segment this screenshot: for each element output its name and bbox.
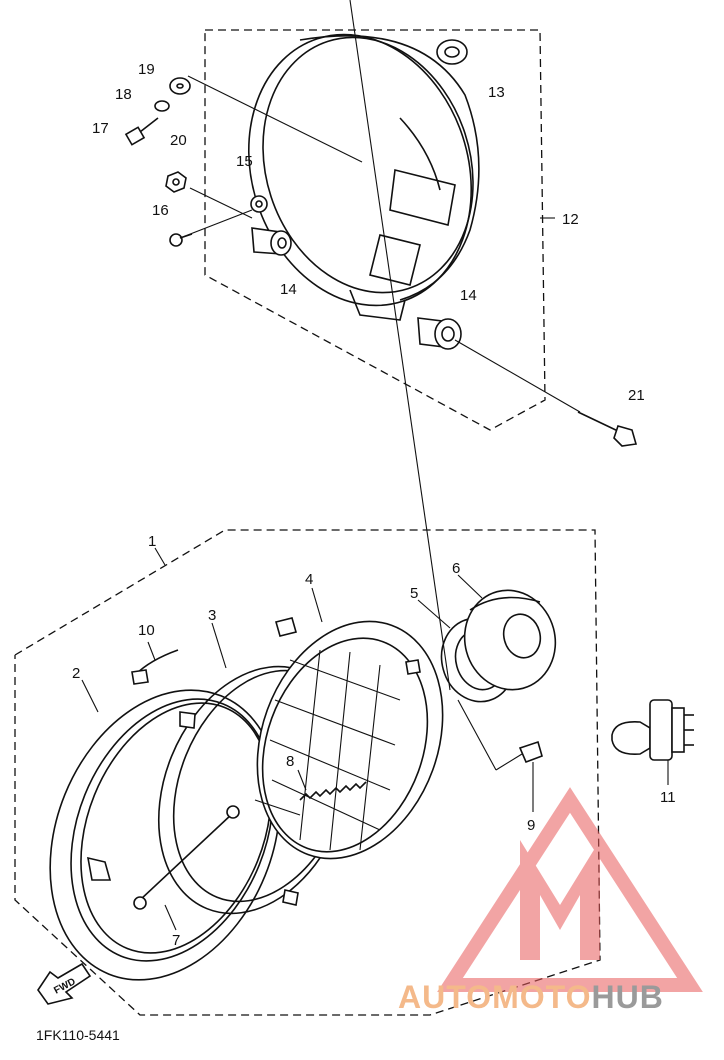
watermark-logo: [437, 787, 703, 992]
lens-unit-4: [256, 617, 444, 860]
washer-19: [169, 77, 191, 95]
part-label-4: 4: [305, 571, 313, 588]
damper-14-right: [417, 317, 462, 350]
watermark-part-moto: MOTO: [492, 979, 591, 1015]
housing-assembly: [124, 29, 638, 447]
part-label-6: 6: [452, 560, 460, 577]
part-label-21: 21: [628, 387, 645, 404]
clip-9: [457, 699, 543, 771]
washer-18: [154, 100, 170, 112]
spring-8: [299, 0, 451, 801]
bolt-21: [577, 411, 638, 447]
part-label-12: 12: [562, 211, 579, 228]
part-label-18: 18: [115, 86, 132, 103]
part-label-10: 10: [138, 622, 155, 639]
diagram-code: 1FK110-5441: [36, 1027, 120, 1043]
part-label-2: 2: [72, 665, 80, 682]
part-label-3: 3: [208, 607, 216, 624]
headlight-housing: [247, 33, 480, 321]
damper-14-left: [251, 227, 292, 256]
part-label-19: 19: [138, 61, 155, 78]
part-label-9: 9: [527, 817, 535, 834]
watermark-text: AUTOMOTOHUB: [398, 979, 664, 1015]
part-label-20: 20: [170, 132, 187, 149]
part-label-7: 7: [172, 932, 180, 949]
screw-7: [133, 805, 240, 910]
screw-16: [169, 233, 193, 247]
nut-15: [250, 195, 268, 213]
watermark-part-hub: HUB: [591, 979, 663, 1015]
rim-2: [49, 689, 281, 981]
nut-20: [165, 171, 187, 193]
grommet-13: [436, 39, 468, 65]
fwd-arrow: FWD: [37, 962, 92, 1005]
watermark-part-auto: AUTO: [398, 979, 492, 1015]
bulb-11: [611, 699, 694, 785]
part-label-15: 15: [236, 153, 253, 170]
part-label-13: 13: [488, 84, 505, 101]
part-label-8: 8: [286, 753, 294, 770]
headlight-unit-assembly: [14, 0, 694, 1016]
housing-dashed-boundary: [204, 29, 546, 431]
part-label-16: 16: [152, 202, 169, 219]
clip-10: [131, 649, 179, 685]
part-label-5: 5: [410, 585, 418, 602]
part-label-1: 1: [148, 533, 156, 550]
part-label-17: 17: [92, 120, 109, 137]
part-label-14-right: 14: [460, 287, 477, 304]
watermark-triangle-icon: [437, 787, 703, 992]
cover-6: [463, 589, 557, 691]
part-label-14-left: 14: [280, 281, 297, 298]
part-label-11: 11: [660, 789, 676, 806]
bolt-17: [124, 117, 159, 146]
watermark-inner-mark-icon: [520, 840, 600, 960]
